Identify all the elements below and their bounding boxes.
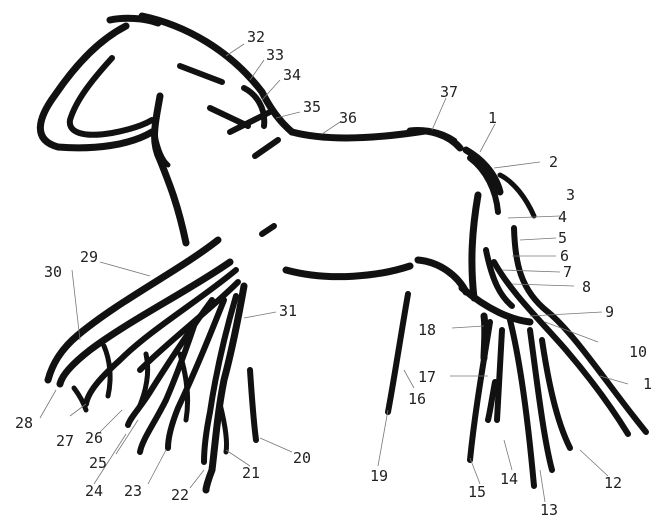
label-22: 22	[171, 486, 189, 504]
horse-outline	[40, 16, 646, 490]
label-5: 5	[558, 229, 567, 247]
label-33: 33	[266, 46, 284, 64]
label-13: 13	[540, 501, 558, 518]
label-20: 20	[293, 449, 311, 467]
label-31: 31	[279, 302, 297, 320]
label-9: 9	[605, 303, 614, 321]
label-27: 27	[56, 432, 74, 450]
label-28: 28	[15, 414, 33, 432]
label-7: 7	[563, 263, 572, 281]
leader-lines	[40, 44, 628, 502]
label-17: 17	[418, 368, 436, 386]
label-19: 19	[370, 467, 388, 485]
label-2: 2	[549, 153, 558, 171]
label-35: 35	[303, 98, 321, 116]
label-4: 4	[558, 208, 567, 226]
label-21: 21	[242, 464, 260, 482]
label-14: 14	[500, 470, 518, 488]
label-group: 1 2 3 4 5 6 7 8 9 10 1 12 13 14 15 16 17…	[15, 28, 652, 518]
label-34: 34	[283, 66, 301, 84]
label-29: 29	[80, 248, 98, 266]
label-36: 36	[339, 109, 357, 127]
label-18: 18	[418, 321, 436, 339]
label-3: 3	[566, 186, 575, 204]
label-26: 26	[85, 429, 103, 447]
label-1-top: 1	[488, 109, 497, 127]
label-23: 23	[124, 482, 142, 500]
label-10: 10	[629, 343, 647, 361]
label-12: 12	[604, 474, 622, 492]
label-1-right: 1	[643, 375, 652, 393]
label-25: 25	[89, 454, 107, 472]
label-32: 32	[247, 28, 265, 46]
label-37: 37	[440, 83, 458, 101]
label-8: 8	[582, 278, 591, 296]
label-30: 30	[44, 263, 62, 281]
label-24: 24	[85, 482, 103, 500]
label-15: 15	[468, 483, 486, 501]
label-16: 16	[408, 390, 426, 408]
